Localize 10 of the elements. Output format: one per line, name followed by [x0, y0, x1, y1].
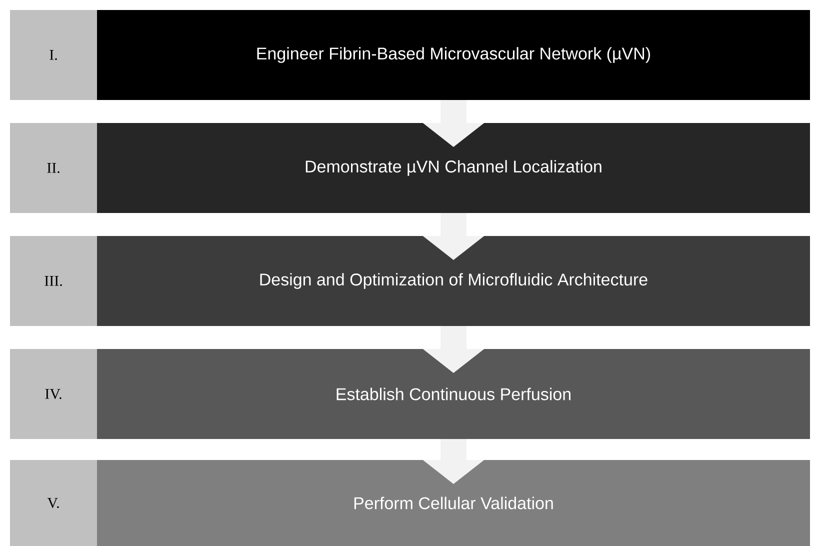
numeral-box: III.: [10, 236, 97, 326]
numeral-box: IV.: [10, 349, 97, 439]
step-bar: Design and Optimization of Microfluidic Architecture: [97, 236, 810, 326]
numeral-box: V.: [10, 460, 97, 546]
step-bar: Perform Cellular Validation: [97, 460, 810, 546]
numeral-box: II.: [10, 123, 97, 213]
step-bar: Demonstrate µVN Channel Localization: [97, 123, 810, 213]
step-bar: Engineer Fibrin-Based Microvascular Network (µVN): [97, 10, 810, 100]
step-bar: Establish Continuous Perfusion: [97, 349, 810, 439]
numeral-box: I.: [10, 10, 97, 100]
